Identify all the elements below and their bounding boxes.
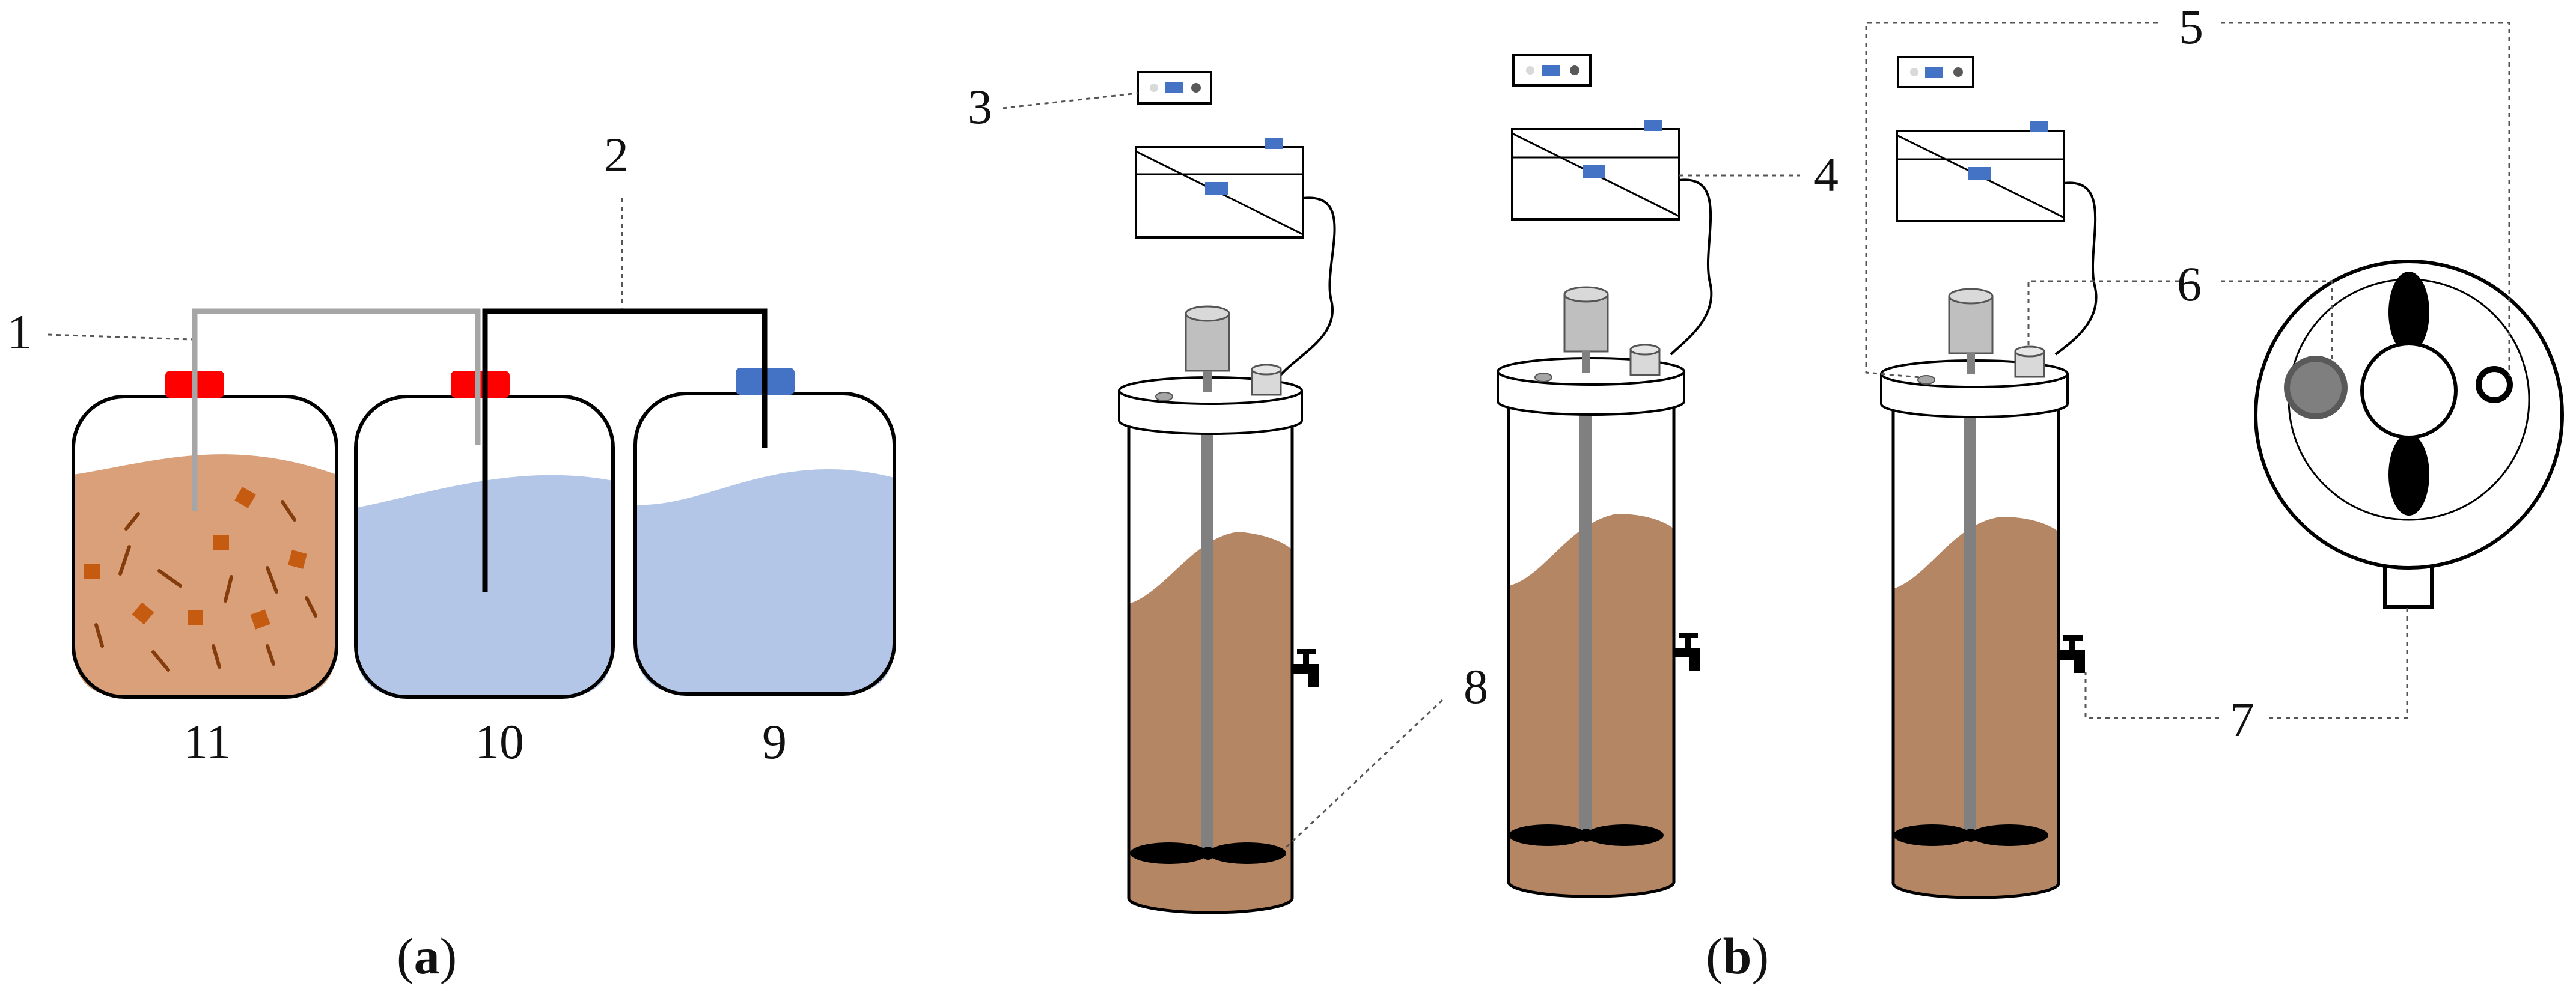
callout-5: 5	[2179, 0, 2203, 54]
controller-box	[1896, 121, 2065, 222]
motor-mount	[2360, 342, 2458, 439]
stirrer-impeller	[1509, 824, 1664, 846]
stirrer-impeller	[1130, 842, 1286, 864]
impeller-blade	[2388, 272, 2429, 353]
callout-7: 7	[2230, 692, 2254, 747]
stirrer-shaft	[1579, 361, 1592, 835]
controller-box	[1135, 138, 1304, 239]
stirrer-motor	[1948, 288, 1994, 374]
label-bottle-9: 9	[762, 714, 787, 769]
substrate-bottle	[72, 371, 338, 699]
stirrer-shaft	[1201, 380, 1213, 851]
stirrer-shaft	[1964, 361, 1976, 835]
controller-box	[1511, 120, 1680, 221]
temperature-probe	[1251, 364, 1282, 396]
sensor-display	[1512, 54, 1592, 87]
caption-a: (a)	[397, 927, 457, 985]
gas-port	[2476, 366, 2513, 403]
gas-measurement-setup: 1 2 11 10 9 (a)	[7, 127, 896, 985]
reactor-2	[1497, 54, 1713, 898]
sensor-display	[1137, 71, 1212, 105]
substrate-fibers	[94, 500, 317, 672]
stirrer-motor	[1563, 286, 1609, 373]
sensor-cable	[2054, 181, 2098, 356]
temperature-probe	[1629, 344, 1661, 376]
callout-2: 2	[604, 127, 629, 182]
collection-bottle	[633, 368, 896, 696]
liquid-tube	[482, 308, 768, 592]
callout-4: 4	[1814, 147, 1839, 202]
reactor-3	[1880, 56, 2098, 899]
substrate-particles	[84, 487, 307, 630]
sampling-tap	[1675, 633, 1700, 671]
sensor-cable	[1670, 178, 1713, 356]
sampling-tap	[1293, 649, 1319, 687]
label-bottle-11: 11	[183, 714, 231, 769]
reactor-1	[1118, 71, 1336, 914]
temperature-probe	[2014, 345, 2045, 378]
label-bottle-10: 10	[475, 714, 524, 769]
callout-8: 8	[1463, 659, 1488, 714]
gas-tube	[192, 308, 481, 511]
probe-port	[2284, 356, 2348, 419]
stirrer-impeller	[1893, 824, 2048, 846]
reactor-setup: 3 4 5 6 7 8 (b)	[968, 0, 2564, 985]
callout-6: 6	[2177, 257, 2202, 311]
callout-1: 1	[7, 305, 32, 359]
sensor-cable	[1279, 196, 1336, 377]
lid-top-view	[2254, 260, 2564, 609]
stirrer-motor	[1185, 305, 1230, 392]
sensor-display	[1897, 56, 1974, 88]
impeller-blade	[2388, 434, 2429, 516]
caption-b: (b)	[1706, 927, 1769, 985]
sampling-tap	[2060, 635, 2085, 673]
callout-3: 3	[968, 79, 992, 134]
